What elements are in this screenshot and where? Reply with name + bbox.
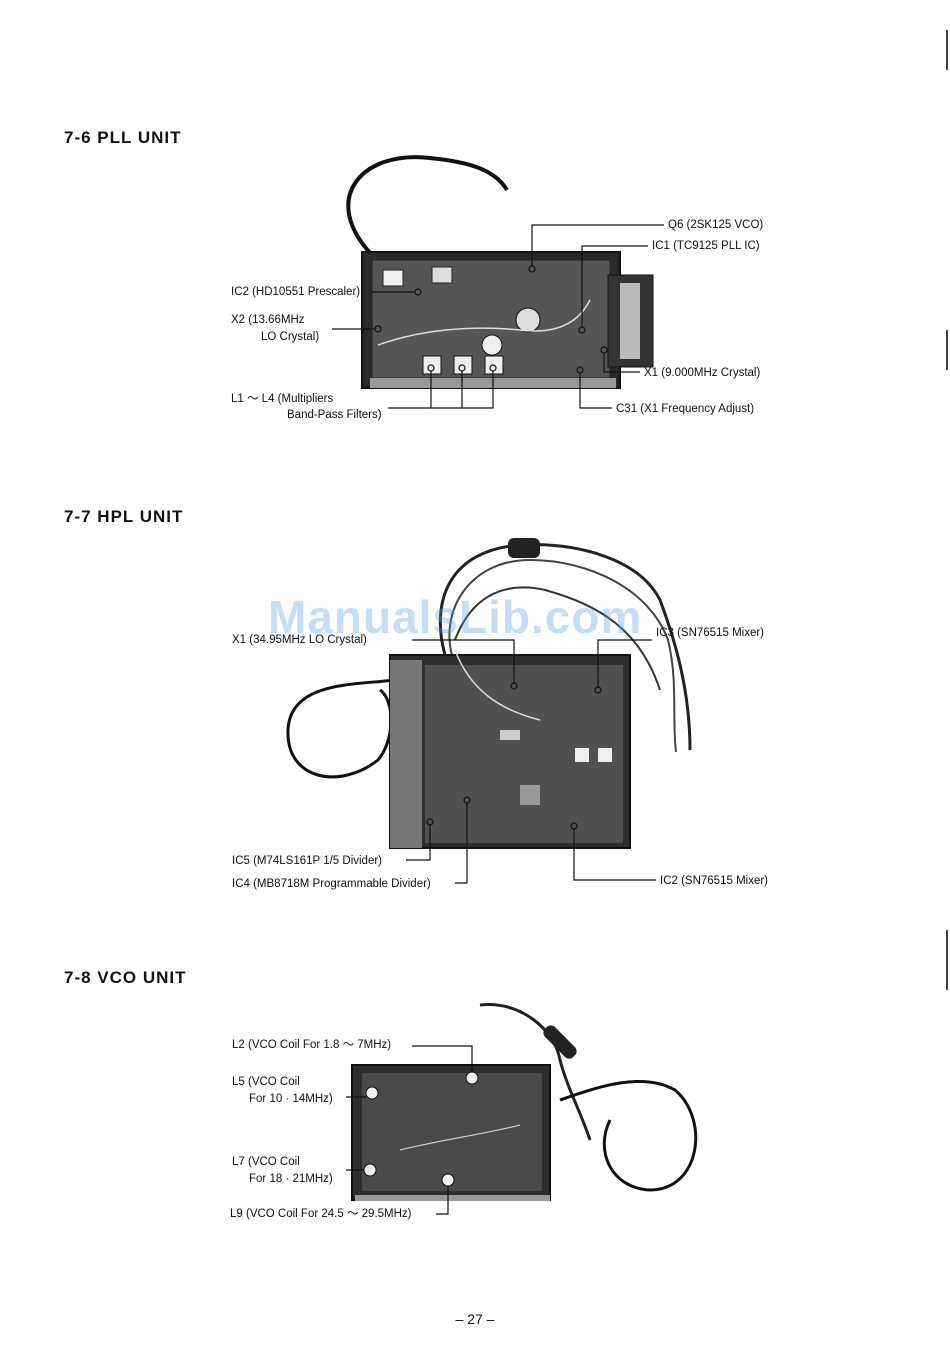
label-vco-l7-line2: For 18 · 21MHz) <box>249 1173 333 1185</box>
label-pll-ic2: IC2 (HD10551 Prescaler) <box>231 286 361 298</box>
page-number: – 27 – <box>455 1311 495 1327</box>
label-vco-l5-line1: L5 (VCO Coil <box>232 1076 300 1088</box>
hpl-leader-lines <box>406 639 656 884</box>
label-vco-l2: L2 (VCO Coil For 1.8 ～ 7MHz) <box>232 1039 392 1051</box>
label-pll-x2-line1: X2 (13.66MHz <box>231 314 305 326</box>
label-hpl-ic4: IC4 (MB8718M Programmable Divider) <box>232 878 431 890</box>
label-pll-ic1: IC1 (TC9125 PLL IC) <box>652 240 760 252</box>
pll-leader-lines <box>332 224 664 409</box>
label-pll-l1-line2: Band-Pass Filters) <box>287 409 382 421</box>
label-hpl-ic2: IC2 (SN76515 Mixer) <box>660 875 769 887</box>
label-vco-l9: L9 (VCO Coil For 24.5 ～ 29.5MHz) <box>230 1208 412 1220</box>
label-vco-l5-line2: For 10 · 14MHz) <box>249 1093 333 1105</box>
label-vco-l7-line1: L7 (VCO Coil <box>232 1156 300 1168</box>
scan-edge-mark <box>946 30 948 70</box>
label-pll-x1: X1 (9.000MHz Crystal) <box>644 367 761 379</box>
label-pll-x2-line2: LO Crystal) <box>261 331 320 343</box>
scan-edge-mark <box>946 930 948 990</box>
watermark: ManualsLib.com <box>268 591 643 643</box>
section-heading-vco: 7-8 VCO UNIT <box>64 968 187 987</box>
label-hpl-ic5: IC5 (M74LS161P 1/5 Divider) <box>232 855 382 867</box>
section-heading-hpl: 7-7 HPL UNIT <box>64 507 184 526</box>
label-hpl-x1: X1 (34.95MHz LO Crystal) <box>232 634 367 646</box>
label-hpl-ic3: IC3 (SN76515 Mixer) <box>656 627 765 639</box>
hpl-unit-photo <box>286 538 692 849</box>
label-pll-q6: Q6 (2SK125 VCO) <box>668 219 764 231</box>
pll-unit-photo <box>346 155 654 389</box>
scan-edge-mark <box>946 330 948 370</box>
label-pll-l1-line1: L1 ～ L4 (Multipliers <box>231 393 334 405</box>
vco-unit-photo <box>351 1002 698 1201</box>
label-pll-c31: C31 (X1 Frequency Adjust) <box>616 403 755 415</box>
vco-leader-lines <box>346 1045 473 1215</box>
section-heading-pll: 7-6 PLL UNIT <box>64 128 182 147</box>
